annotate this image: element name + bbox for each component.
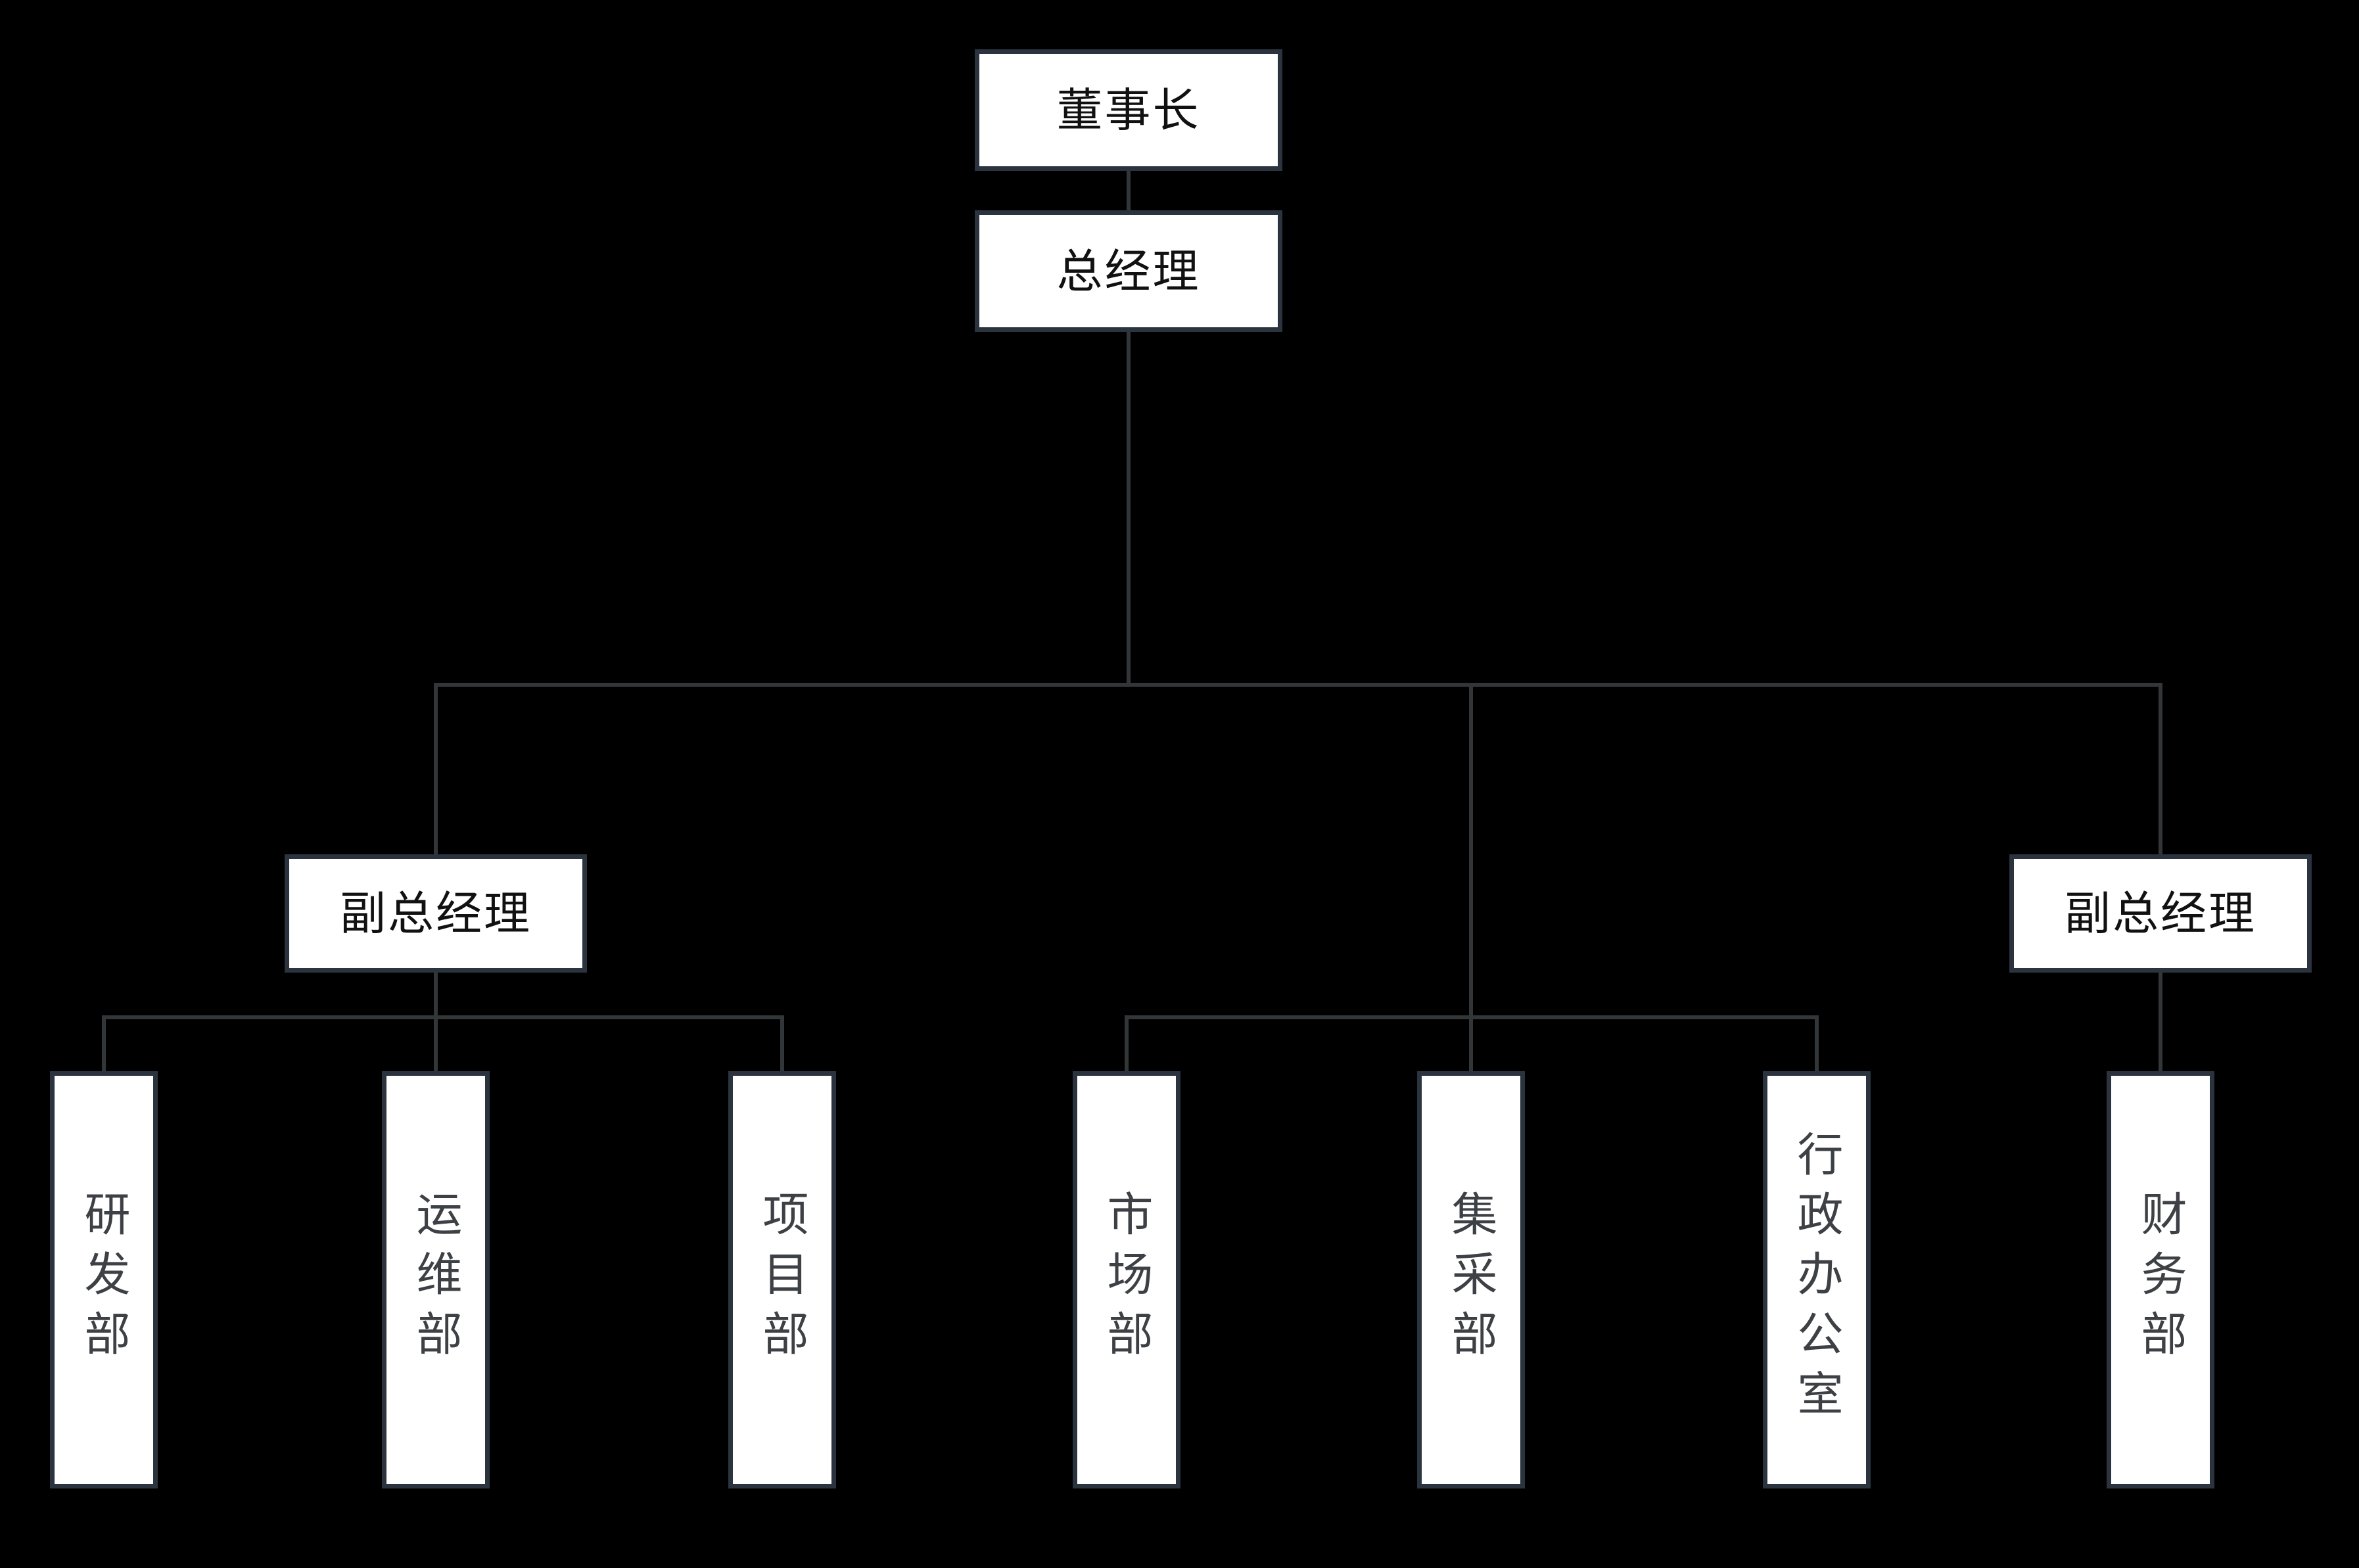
node-deputy-gm-left[interactable]: 副总经理 [285,854,587,973]
connector-gm-trunk [1127,329,1131,687]
node-general-manager[interactable]: 总经理 [975,210,1282,332]
connector-drop-ops-dept [434,1015,438,1074]
node-chairman-label: 董事长 [1056,84,1201,136]
connector-left-deputy-to-group [434,970,438,1019]
connector-drop-left-deputy [434,683,438,858]
connector-chairman-gm [1127,168,1131,213]
connector-drop-marketing-dept [1125,1015,1129,1074]
node-chairman[interactable]: 董事长 [975,49,1282,171]
connector-middle-group-horizontal [1125,1015,1819,1019]
node-dept-rnd[interactable]: 研发部 [50,1071,158,1488]
node-dept-procurement-label: 集采部 [1445,1190,1497,1370]
connector-left-group-horizontal [102,1015,784,1019]
connector-drop-middle-group [1469,683,1473,1074]
connector-drop-admin-office [1815,1015,1819,1074]
node-dept-finance[interactable]: 财务部 [2107,1071,2214,1488]
node-dept-ops-label: 运维部 [410,1190,461,1370]
connector-drop-rnd-dept [102,1015,106,1074]
connector-right-deputy-to-finance [2159,970,2162,1074]
node-dept-project-label: 项目部 [757,1190,808,1370]
node-dept-admin-office[interactable]: 行政办公室 [1763,1071,1871,1488]
node-dept-finance-label: 财务部 [2135,1190,2186,1370]
node-general-manager-label: 总经理 [1056,245,1201,297]
node-dept-procurement[interactable]: 集采部 [1417,1071,1525,1488]
node-deputy-gm-right[interactable]: 副总经理 [2009,854,2312,973]
node-dept-admin-office-label: 行政办公室 [1791,1130,1842,1429]
node-dept-rnd-label: 研发部 [78,1190,129,1370]
connector-drop-project-dept [780,1015,784,1074]
node-deputy-gm-left-label: 副总经理 [340,888,532,939]
node-deputy-gm-right-label: 副总经理 [2065,888,2256,939]
connector-drop-right-deputy [2159,683,2162,858]
node-dept-marketing[interactable]: 市场部 [1073,1071,1180,1488]
node-dept-ops[interactable]: 运维部 [382,1071,490,1488]
connector-main-horizontal [434,683,2162,687]
node-dept-project[interactable]: 项目部 [728,1071,836,1488]
node-dept-marketing-label: 市场部 [1101,1190,1152,1370]
